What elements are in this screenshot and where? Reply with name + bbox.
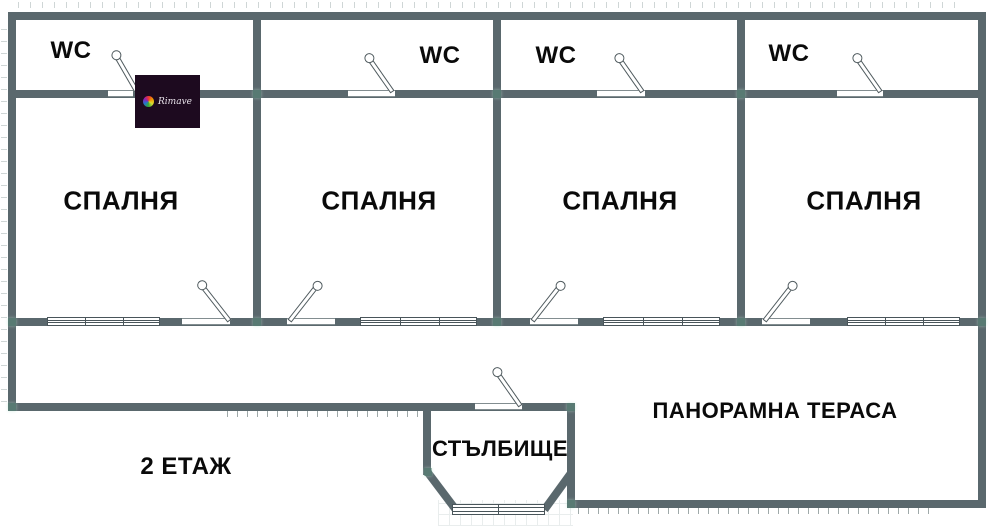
wall-junction xyxy=(424,468,432,476)
wall-junction xyxy=(8,318,16,326)
window-mullion xyxy=(643,318,644,325)
bedroom-divider-1 xyxy=(253,12,261,326)
wc2-door-leaf xyxy=(366,56,395,94)
wc1-label: WC xyxy=(50,37,92,64)
window-mullion xyxy=(85,318,86,325)
window-mullion xyxy=(498,505,499,514)
window-mullion xyxy=(682,318,683,325)
bedroom3-door-leaf xyxy=(530,283,563,323)
staircase-door-leaf xyxy=(494,370,523,408)
terrace-railing-ticks-right xyxy=(578,508,930,514)
bedroom4-window xyxy=(847,317,960,326)
window-mullion xyxy=(885,318,886,325)
bedroom1-door-leaf xyxy=(199,283,232,323)
bedroom1-door-opening xyxy=(182,318,230,325)
staircase-east-wall xyxy=(567,403,575,508)
bedroom3-label: СПАЛНЯ xyxy=(562,185,678,216)
wc4-label: WC xyxy=(768,40,810,67)
window-mullion xyxy=(123,318,124,325)
watermark-logo: Rimave xyxy=(135,75,200,128)
wc3-door-opening xyxy=(597,90,645,97)
terrace-south-wall-right xyxy=(567,500,986,508)
bedroom4-door-opening xyxy=(762,318,810,325)
wall-junction xyxy=(8,403,16,411)
bedroom2-label: СПАЛНЯ xyxy=(321,185,437,216)
outer-wall-right xyxy=(978,12,986,508)
wc4-door-leaf xyxy=(854,56,883,94)
bedroom4-label: СПАЛНЯ xyxy=(806,185,922,216)
terrace-railing-ticks-left xyxy=(227,411,425,417)
staircase-label: СТЪЛБИЩЕ xyxy=(431,436,569,461)
bedroom4-door-leaf xyxy=(762,283,795,323)
bedroom3-door-opening xyxy=(530,318,578,325)
wc3-label: WC xyxy=(535,42,577,69)
bedroom-divider-3 xyxy=(737,12,745,326)
ruler-ticks-left xyxy=(1,22,7,402)
outer-wall-left xyxy=(8,12,16,411)
wall-junction xyxy=(253,318,261,326)
wc1-door-opening xyxy=(108,90,133,97)
color-wheel-icon xyxy=(143,96,155,107)
wc3-door-leaf xyxy=(616,56,645,94)
bedroom3-window xyxy=(603,317,720,326)
staircase-west-wall xyxy=(423,403,431,475)
wall-junction xyxy=(567,403,575,411)
wc2-label: WC xyxy=(419,42,461,69)
terrace-label: ПАНОРАМНА ТЕРАСА xyxy=(652,398,898,423)
window-mullion xyxy=(923,318,924,325)
wall-junction xyxy=(978,318,986,326)
window-mullion xyxy=(439,318,440,325)
wall-junction xyxy=(737,90,745,98)
window-mullion xyxy=(400,318,401,325)
bedroom1-window xyxy=(47,317,160,326)
bedroom2-door-leaf xyxy=(287,283,320,323)
ruler-ticks-top xyxy=(18,2,963,8)
terrace-south-wall-left xyxy=(8,403,430,411)
wall-junction xyxy=(737,318,745,326)
wc4-door-opening xyxy=(837,90,883,97)
wc2-door-opening xyxy=(348,90,395,97)
bedroom2-window xyxy=(360,317,477,326)
wall-junction xyxy=(253,90,261,98)
staircase-window xyxy=(452,504,545,515)
staircase-door-opening xyxy=(475,403,522,410)
wall-junction xyxy=(493,318,501,326)
bedroom-divider-2 xyxy=(493,12,501,326)
floor-number-label: 2 ЕТАЖ xyxy=(140,453,232,480)
watermark-text: Rimave xyxy=(158,96,192,107)
bedroom2-door-opening xyxy=(287,318,335,325)
bedroom1-label: СПАЛНЯ xyxy=(63,185,179,216)
wall-junction xyxy=(493,90,501,98)
wall-junction xyxy=(567,500,575,508)
